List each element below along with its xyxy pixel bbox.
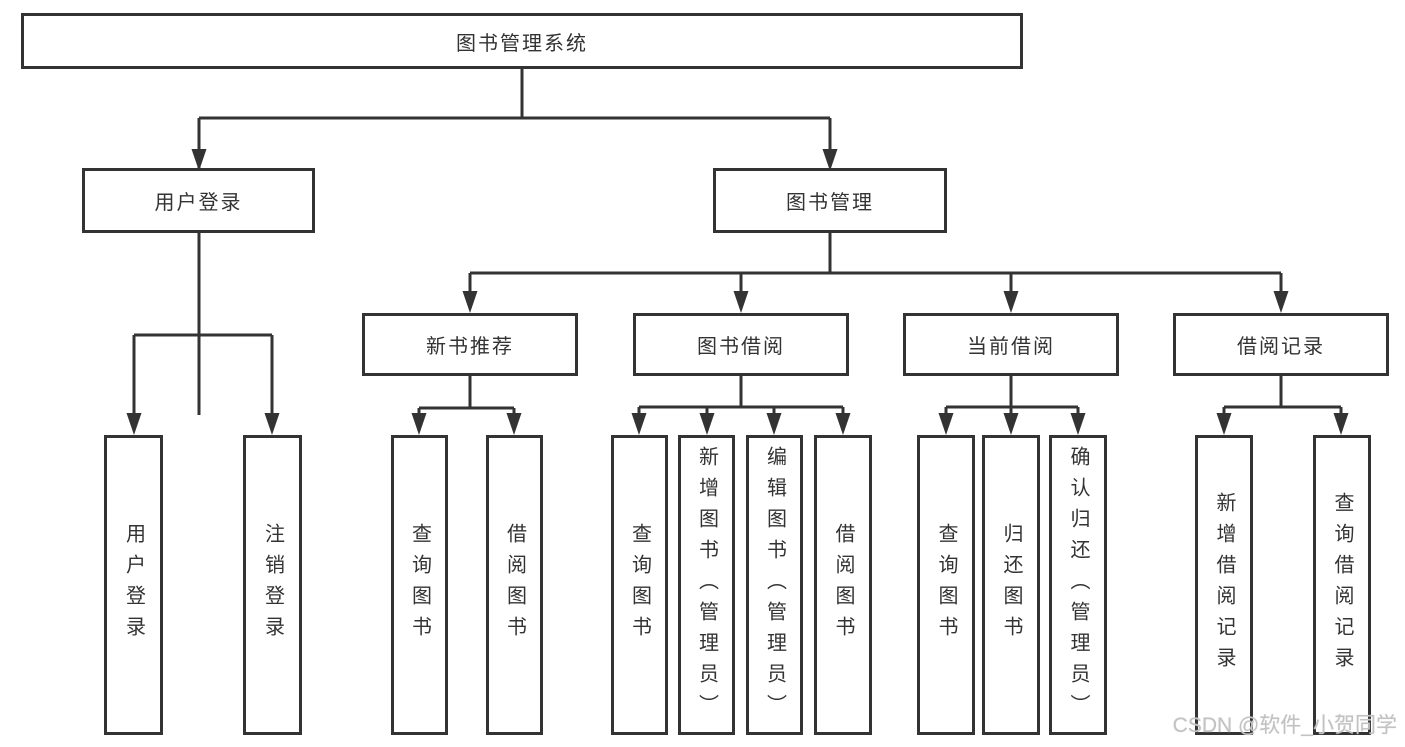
node-bw-edit-book-admin-label: 编辑图书（管理员） [763, 445, 786, 725]
arrowhead [1003, 413, 1019, 435]
connector-book-borrow [637, 376, 845, 418]
node-rc-query-record: 查询借阅记录 [1313, 435, 1371, 735]
node-current-borrow-label: 当前借阅 [967, 336, 1055, 358]
connector-user-login [132, 233, 274, 418]
node-borrow-records-label: 借阅记录 [1237, 336, 1325, 358]
node-user-login-action-label: 用户登录 [122, 523, 145, 647]
node-rc-add-record: 新增借阅记录 [1195, 435, 1253, 735]
arrowhead [1216, 413, 1232, 435]
node-nb-borrow-book: 借阅图书 [486, 435, 543, 735]
node-cu-confirm-return-admin: 确认归还（管理员） [1049, 435, 1107, 735]
arrowhead [766, 413, 782, 435]
node-user-login-action: 用户登录 [104, 435, 163, 735]
node-rc-query-record-label: 查询借阅记录 [1331, 492, 1353, 678]
node-book-borrow: 图书借阅 [633, 313, 849, 376]
arrowhead [733, 291, 749, 313]
node-borrow-records: 借阅记录 [1173, 313, 1389, 376]
node-user-login-label: 用户登录 [154, 192, 243, 214]
connector-borrow-records [1222, 376, 1343, 418]
arrowhead [411, 413, 427, 435]
arrowhead [631, 413, 647, 435]
arrowhead [1333, 413, 1349, 435]
node-nb-borrow-book-label: 借阅图书 [503, 523, 526, 647]
arrowhead [506, 413, 522, 435]
arrowhead [126, 413, 142, 435]
node-bw-edit-book-admin: 编辑图书（管理员） [746, 435, 803, 735]
node-book-management-label: 图书管理 [786, 192, 874, 214]
node-cu-return-book-label: 归还图书 [1000, 523, 1022, 647]
node-bw-query-book: 查询图书 [611, 435, 668, 735]
arrowhead [1003, 291, 1019, 313]
node-bw-borrow-book-label: 借阅图书 [832, 523, 854, 647]
node-cu-query-book: 查询图书 [917, 435, 975, 735]
arrowhead [1273, 291, 1289, 313]
node-cu-return-book: 归还图书 [982, 435, 1040, 735]
node-bw-query-book-label: 查询图书 [628, 523, 651, 647]
arrowhead [1070, 413, 1086, 435]
node-current-borrow: 当前借阅 [903, 313, 1119, 376]
arrowhead [835, 413, 851, 435]
node-bw-add-book-admin: 新增图书（管理员） [678, 435, 735, 735]
node-library-system-label: 图书管理系统 [456, 32, 588, 55]
node-cu-confirm-return-admin-label: 确认归还（管理员） [1067, 445, 1089, 725]
node-nb-query-book: 查询图书 [391, 435, 448, 735]
node-bw-add-book-admin-label: 新增图书（管理员） [695, 445, 718, 725]
connector-current-borrow [944, 376, 1080, 418]
node-cu-query-book-label: 查询图书 [935, 523, 957, 647]
node-library-system: 图书管理系统 [21, 13, 1023, 69]
node-bw-borrow-book: 借阅图书 [814, 435, 872, 735]
node-nb-query-book-label: 查询图书 [408, 523, 431, 647]
arrowhead [462, 291, 478, 313]
arrowhead [699, 413, 715, 435]
node-logout-label: 注销登录 [261, 523, 284, 647]
node-new-book-recommend: 新书推荐 [362, 313, 578, 376]
connector-new-book [417, 376, 516, 418]
node-user-login: 用户登录 [82, 168, 315, 233]
arrowhead [264, 413, 280, 435]
node-book-borrow-label: 图书借阅 [697, 336, 785, 358]
connector-book-management [468, 233, 1283, 296]
node-rc-add-record-label: 新增借阅记录 [1213, 492, 1235, 678]
arrowhead [938, 413, 954, 435]
node-logout: 注销登录 [243, 435, 302, 735]
node-book-management: 图书管理 [713, 168, 947, 233]
node-new-book-recommend-label: 新书推荐 [426, 336, 514, 358]
csdn-watermark: CSDN @软件_小贺同学 [1172, 714, 1397, 737]
